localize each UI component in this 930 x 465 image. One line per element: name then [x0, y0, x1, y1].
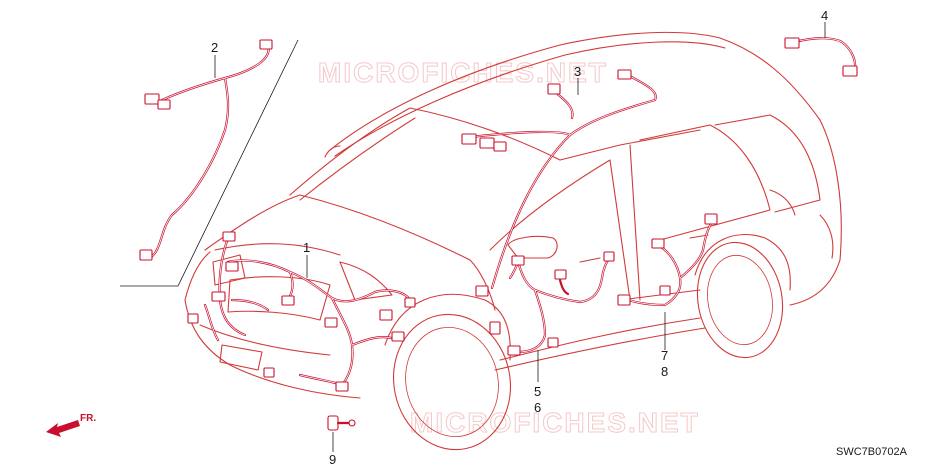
callout-8: 8 [661, 364, 668, 379]
direction-label: FR. [80, 413, 96, 424]
harness-5-6 [489, 251, 615, 356]
watermark-top: MICROFICHES.NET [318, 57, 608, 88]
callout-3: 3 [574, 64, 581, 79]
callout-9: 9 [329, 452, 336, 465]
harness-2 [139, 39, 273, 261]
front-direction-arrow-icon: FR. [46, 413, 96, 437]
callout-5: 5 [534, 384, 541, 399]
watermark-bottom: MICROFICHES.NET [410, 407, 700, 438]
callout-7: 7 [661, 348, 668, 363]
harness-3 [461, 69, 657, 297]
harness-7-8 [617, 213, 718, 307]
callout-4: 4 [821, 8, 828, 23]
harness-4 [784, 37, 858, 77]
callout-1: 1 [303, 240, 310, 255]
part-9-sensor [327, 415, 356, 431]
inset-divider [120, 39, 299, 287]
callout-2: 2 [211, 40, 218, 55]
harness-1 [187, 231, 416, 392]
vehicle-outline [184, 31, 842, 451]
diagram-code: SWC7B0702A [836, 446, 908, 458]
callout-6: 6 [534, 400, 541, 415]
